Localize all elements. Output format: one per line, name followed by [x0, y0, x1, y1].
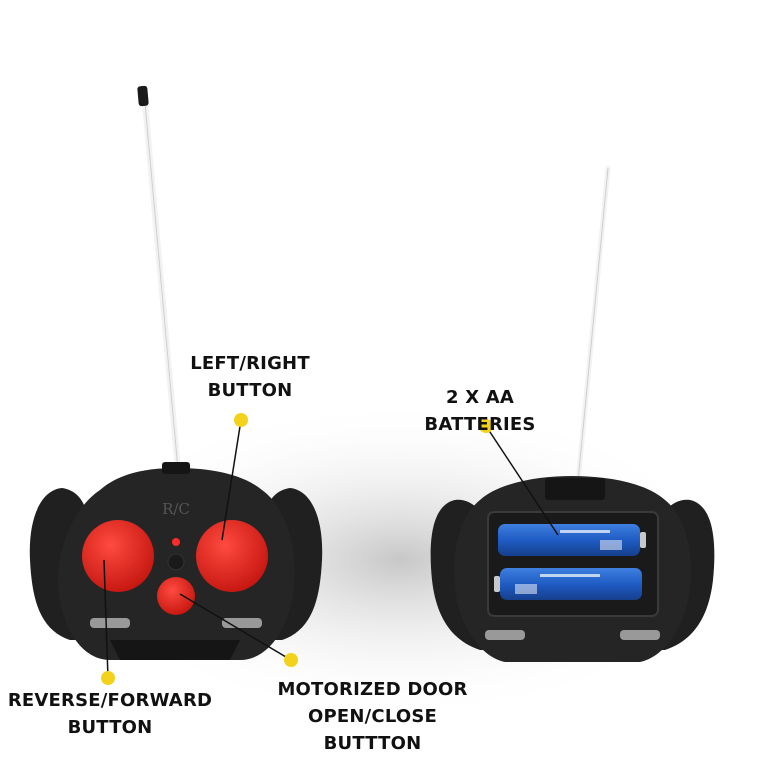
left-right-button[interactable] — [196, 520, 268, 592]
remote-back — [430, 165, 715, 662]
aa-battery-2 — [494, 568, 642, 600]
reverse-forward-button-label: REVERSE/FORWARD BUTTON — [7, 690, 213, 738]
left-right-button-label: LEFT/RIGHT BUTTON — [190, 353, 310, 401]
remote-emboss: R/C — [162, 500, 190, 518]
marker-reverse-forward — [101, 671, 115, 685]
reverse-forward-button[interactable] — [82, 520, 154, 592]
marker-left-right — [234, 413, 248, 427]
callout-reverse-forward — [101, 559, 115, 685]
batteries-label: 2 X AA BATTERIES — [424, 387, 536, 435]
marker-motorized-door — [284, 653, 298, 667]
callout-left-right — [221, 413, 248, 541]
aa-battery-1 — [498, 524, 646, 556]
indicator-led — [172, 538, 180, 546]
motorized-door-button-label: MOTORIZED DOOR OPEN/CLOSE BUTTTON — [277, 679, 468, 754]
antenna-tip — [137, 85, 149, 107]
marker-batteries — [479, 419, 493, 433]
callout-motorized-door — [179, 593, 298, 667]
remote-front: R/C — [29, 85, 323, 660]
callout-batteries — [479, 419, 559, 536]
motorized-door-button[interactable] — [157, 577, 195, 615]
